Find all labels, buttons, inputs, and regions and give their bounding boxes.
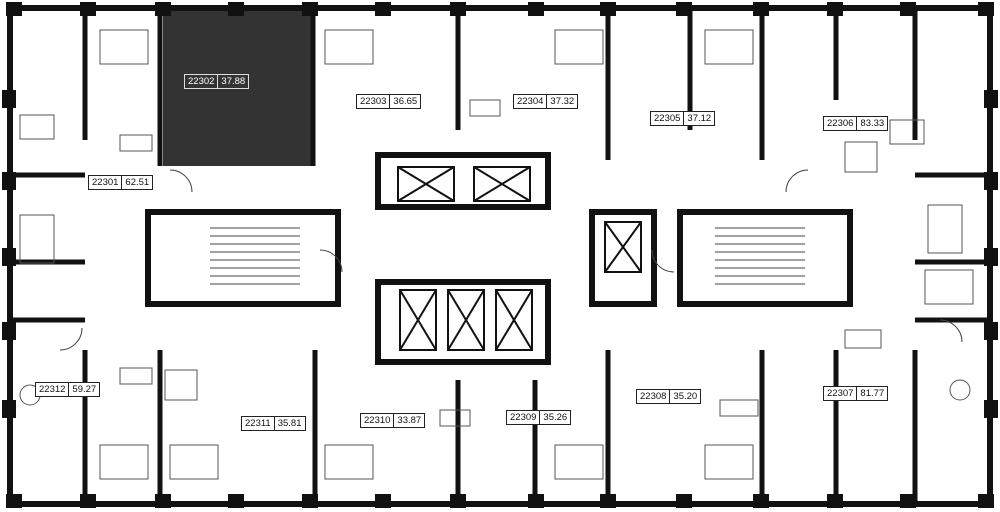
unit-area: 37.32 xyxy=(550,96,575,107)
unit-label-22306[interactable]: 22306 83.33 xyxy=(823,116,889,131)
unit-area: 35.26 xyxy=(543,412,568,423)
unit-label-22312[interactable]: 22312 59.27 xyxy=(35,382,101,397)
unit-number: 22303 xyxy=(357,95,391,108)
unit-number: 22305 xyxy=(651,112,685,125)
unit-number: 22307 xyxy=(824,387,858,400)
unit-area: 33.87 xyxy=(397,415,422,426)
unit-area: 62.51 xyxy=(125,177,150,188)
unit-number: 22310 xyxy=(361,414,395,427)
unit-label-22308[interactable]: 22308 35.20 xyxy=(636,389,702,404)
unit-label-22301[interactable]: 22301 62.51 xyxy=(88,175,154,190)
unit-number: 22309 xyxy=(507,411,541,424)
unit-label-22302[interactable]: 22302 37.88 xyxy=(184,74,250,89)
unit-number: 22311 xyxy=(242,417,275,430)
unit-area: 83.33 xyxy=(860,118,885,129)
unit-label-22307[interactable]: 22307 81.77 xyxy=(823,386,889,401)
unit-area: 36.65 xyxy=(393,96,418,107)
exterior-walls xyxy=(7,5,993,507)
unit-label-22310[interactable]: 22310 33.87 xyxy=(360,413,426,428)
unit-number: 22306 xyxy=(824,117,858,130)
stair-treads xyxy=(210,227,805,285)
elevator-shafts xyxy=(397,166,642,351)
unit-label-22309[interactable]: 22309 35.26 xyxy=(506,410,572,425)
unit-label-22304[interactable]: 22304 37.32 xyxy=(513,94,579,109)
unit-label-22305[interactable]: 22305 37.12 xyxy=(650,111,716,126)
partition-walls xyxy=(10,8,990,504)
unit-area: 37.12 xyxy=(687,113,712,124)
unit-number: 22302 xyxy=(185,75,219,88)
unit-number: 22304 xyxy=(514,95,548,108)
door-swings xyxy=(59,169,963,351)
unit-area: 35.81 xyxy=(277,418,302,429)
unit-label-22303[interactable]: 22303 36.65 xyxy=(356,94,422,109)
building-core xyxy=(145,152,853,365)
unit-area: 37.88 xyxy=(221,76,246,87)
unit-number: 22301 xyxy=(89,176,123,189)
furniture xyxy=(19,29,974,480)
unit-area: 35.20 xyxy=(673,391,698,402)
unit-area: 59.27 xyxy=(72,384,97,395)
unit-number: 22308 xyxy=(637,390,671,403)
unit-number: 22312 xyxy=(36,383,70,396)
unit-area: 81.77 xyxy=(860,388,885,399)
unit-label-22311[interactable]: 22311 35.81 xyxy=(241,416,306,431)
